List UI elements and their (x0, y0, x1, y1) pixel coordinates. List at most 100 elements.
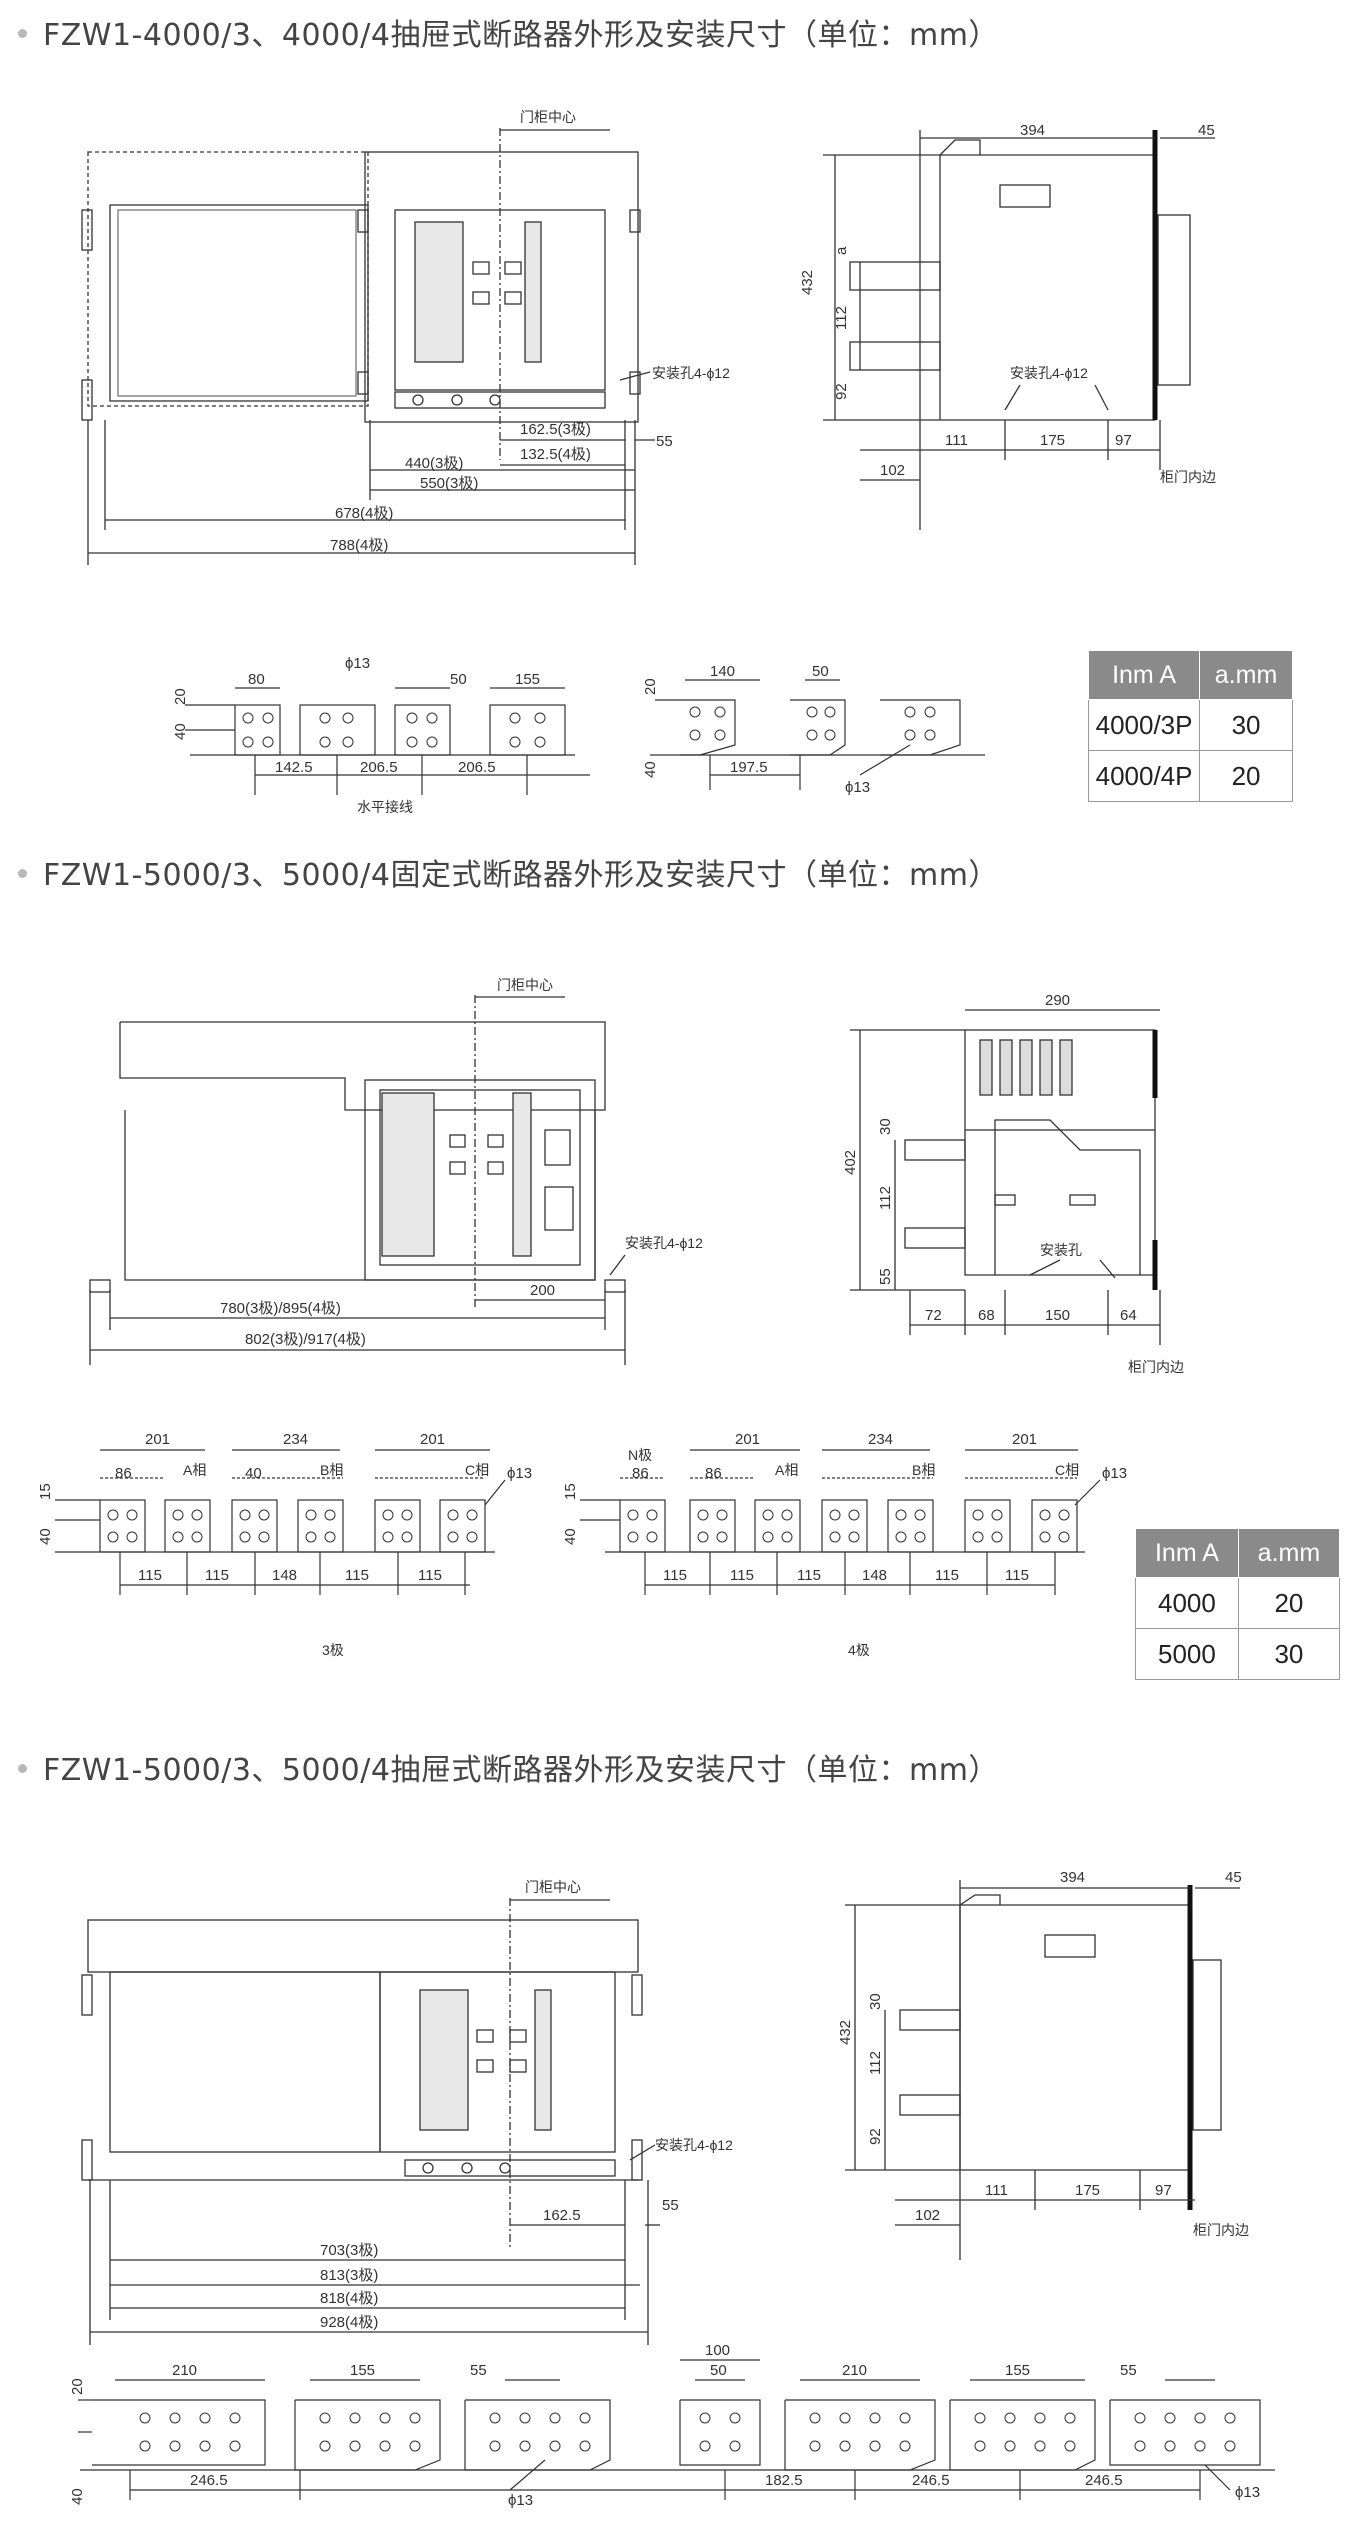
dim-402: 402 (842, 1150, 859, 1175)
dim-206-5-b: 206.5 (458, 759, 496, 776)
dim-210-a: 210 (172, 2362, 197, 2379)
dim-phi13-3b: ϕ13 (1235, 2484, 1260, 2501)
table-header-row: Inm A a.mm (1135, 1528, 1341, 1578)
dim-30: 30 (877, 1118, 894, 1135)
dim-112: 112 (833, 306, 850, 330)
bullet-dot-icon (18, 869, 27, 878)
4p-caption: 4极 (848, 1642, 870, 1658)
table-header-inm: Inm A (1087, 650, 1201, 700)
dim-115-4p-a: 115 (663, 1567, 687, 1584)
dim-55-a: 55 (470, 2362, 487, 2379)
dim-246-5-b: 246.5 (912, 2472, 950, 2489)
dim-45: 45 (1198, 122, 1215, 139)
dim-115-4p-c: 115 (797, 1567, 821, 1584)
table-cell: 4000/3P (1087, 699, 1201, 751)
dim-80: 80 (248, 671, 265, 688)
dim-phi13-4p: ϕ13 (1102, 1465, 1127, 1482)
mount-hole-label: 安装孔4-ϕ12 (652, 365, 730, 381)
dim-201-4p-a: 201 (735, 1431, 760, 1448)
phase-c-label-4p: C相 (1055, 1462, 1079, 1478)
dim-140: 140 (710, 663, 735, 680)
dim-112-3: 112 (867, 2051, 884, 2075)
phase-b-label: B相 (320, 1462, 343, 1478)
table-cell: 4000/4P (1087, 750, 1201, 802)
dim-678: 678(4极) (335, 505, 393, 522)
dim-150: 150 (1045, 1307, 1070, 1324)
door-edge-label: 柜门内边 (1160, 469, 1216, 485)
dim-a: a (833, 246, 850, 255)
section-2-side-view: 290 402 30 112 55 72 68 150 64 安装孔 柜门内边 (842, 992, 1184, 1375)
dim-40-4p: 40 (562, 1528, 579, 1545)
dim-115-d: 115 (418, 1567, 442, 1584)
dim-15-4p: 15 (562, 1483, 579, 1500)
table-cell: 20 (1199, 750, 1293, 802)
door-edge-label-3: 柜门内边 (1193, 2222, 1249, 2238)
dim-440: 440(3极) (405, 455, 463, 472)
dim-234-4p: 234 (868, 1431, 893, 1448)
door-center-label: 门柜中心 (520, 109, 576, 125)
dim-394: 394 (1020, 122, 1045, 139)
dim-115-4p-d: 115 (935, 1567, 959, 1584)
dim-phi13-3p: ϕ13 (507, 1465, 532, 1482)
dim-55-b: 55 (1120, 2362, 1137, 2379)
bolt-holes (242, 712, 546, 748)
table-header-row: Inm A a.mm (1087, 650, 1293, 700)
dim-197-5: 197.5 (730, 759, 768, 776)
dim-813: 813(3极) (320, 2267, 378, 2284)
section-1-title: FZW1-4000/3、4000/4抽屉式断路器外形及安装尺寸（单位：mm） (43, 18, 999, 53)
dim-432: 432 (799, 270, 816, 295)
dim-201-4p-b: 201 (1012, 1431, 1037, 1448)
table-row: 4000/4P 20 (1087, 750, 1293, 802)
dim-148: 148 (272, 1567, 297, 1584)
section-2-front-view: 门柜中心 安装孔4-ϕ12 200 780(3极)/895(4极) 802(3极… (89, 977, 703, 1365)
dim-162-5: 162.5(3极) (520, 421, 591, 438)
table-header-a: a.mm (1199, 650, 1293, 700)
section-3-front-view: 门柜中心 安装孔4-ϕ12 162.5 55 703(3极) 813(3极) 8… (81, 1879, 733, 2345)
dim-30-3: 30 (867, 1993, 884, 2010)
dim-142-5: 142.5 (275, 759, 313, 776)
dim-394-3: 394 (1060, 1869, 1085, 1886)
door-center-label-3: 门柜中心 (525, 1879, 581, 1895)
dim-175: 175 (1040, 432, 1065, 449)
dim-155-b: 155 (1005, 2362, 1030, 2379)
dim-162-5-3: 162.5 (543, 2207, 581, 2224)
dim-86: 86 (115, 1465, 132, 1482)
dim-928: 928(4极) (320, 2314, 378, 2331)
dim-246-5-a: 246.5 (190, 2472, 228, 2489)
dim-40: 40 (172, 723, 189, 740)
section-1-busbars-right: 140 50 20 40 197.5 ϕ13 (642, 663, 985, 796)
dim-55-3: 55 (662, 2197, 679, 2214)
section-3-side-view: 394 45 432 30 112 92 111 175 97 102 柜门内边 (837, 1869, 1249, 2260)
section-2-spec-table: Inm A a.mm 4000 20 5000 30 (1135, 1528, 1341, 1680)
phase-a-label: A相 (183, 1462, 206, 1478)
dim-20-right: 20 (642, 678, 659, 695)
dim-102-3: 102 (915, 2207, 940, 2224)
dim-200: 200 (530, 1282, 555, 1299)
section-2-busbars-4p: 201 234 201 86 86 15 40 115 115 115 148 … (562, 1431, 1127, 1658)
dim-50-right: 50 (812, 663, 829, 680)
dim-802-917: 802(3极)/917(4极) (245, 1331, 366, 1348)
dim-818: 818(4极) (320, 2290, 378, 2307)
door-center-label-2: 门柜中心 (497, 977, 553, 993)
phase-c-label: C相 (465, 1462, 489, 1478)
dim-155-a: 155 (350, 2362, 375, 2379)
section-1-spec-table: Inm A a.mm 4000/3P 30 4000/4P 20 (1087, 650, 1293, 802)
dim-40-3p: 40 (245, 1465, 262, 1482)
dim-246-5-c: 246.5 (1085, 2472, 1123, 2489)
section-2-heading: FZW1-5000/3、5000/4固定式断路器外形及安装尺寸（单位：mm） (18, 850, 999, 894)
dim-780-895: 780(3极)/895(4极) (220, 1300, 341, 1317)
section-3-heading: FZW1-5000/3、5000/4抽屉式断路器外形及安装尺寸（单位：mm） (18, 1745, 999, 1789)
dim-86-4p-b: 86 (705, 1465, 722, 1482)
dim-86-4p-a: 86 (632, 1465, 649, 1482)
dim-92: 92 (833, 383, 850, 400)
dim-97-3: 97 (1155, 2182, 1172, 2199)
door-edge-label-2: 柜门内边 (1128, 1359, 1184, 1375)
dim-234: 234 (283, 1431, 308, 1448)
dim-phi13-right: ϕ13 (845, 779, 870, 796)
dim-55: 55 (656, 433, 673, 450)
section-1-front-view: 门柜中心 安装孔4-ϕ12 162.5(3极) 132.5(4极) 55 440… (81, 109, 730, 565)
dim-115-a: 115 (138, 1567, 162, 1584)
dim-40-3: 40 (69, 2488, 86, 2505)
dim-72: 72 (925, 1307, 942, 1324)
